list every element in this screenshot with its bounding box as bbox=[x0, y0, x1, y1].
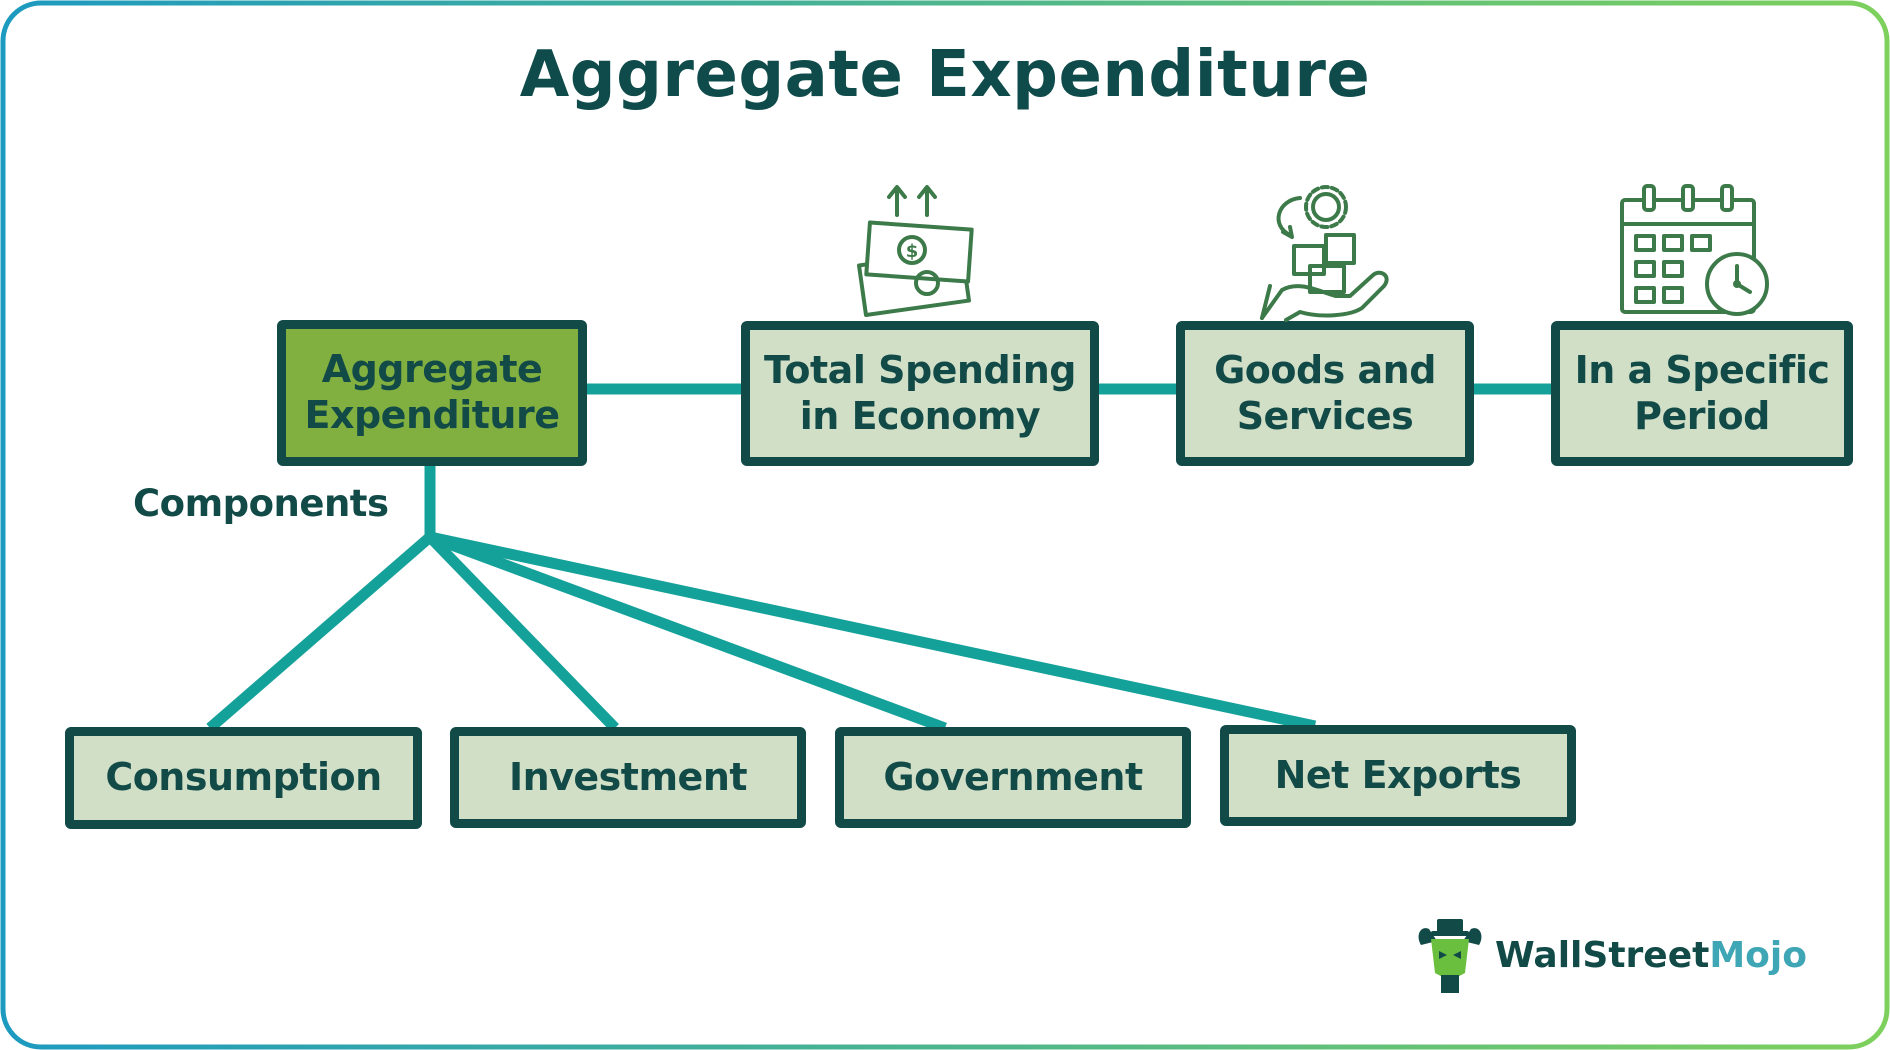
definition-node-specific-period: In a Specific Period bbox=[1551, 321, 1853, 466]
definition-node-line2: in Economy bbox=[799, 393, 1041, 438]
definition-node-line1: Goods and bbox=[1214, 347, 1436, 392]
brand-logo: WallStreetMojo bbox=[1415, 915, 1807, 995]
component-investment: Investment bbox=[450, 727, 806, 828]
connector-hub-to-government bbox=[428, 531, 947, 734]
brand-logo-main: WallStreet bbox=[1495, 934, 1710, 976]
bull-mascot-icon bbox=[1418, 919, 1482, 993]
component-net-exports: Net Exports bbox=[1220, 725, 1576, 826]
component-label: Government bbox=[883, 754, 1143, 799]
component-label: Investment bbox=[508, 754, 748, 799]
definition-node-line2: Period bbox=[1634, 393, 1770, 438]
main-node-line2: Expenditure bbox=[304, 393, 560, 437]
definition-node-line1: In a Specific bbox=[1574, 347, 1830, 392]
definition-node-goods-services: Goods and Services bbox=[1176, 321, 1474, 466]
component-government: Government bbox=[835, 727, 1191, 828]
brand-logo-accent: Mojo bbox=[1709, 934, 1807, 976]
components-label: Components bbox=[133, 482, 389, 525]
diagram-title: Aggregate Expenditure bbox=[519, 38, 1371, 112]
main-node-line1: Aggregate bbox=[321, 347, 543, 392]
goods-hand-icon bbox=[1260, 185, 1389, 322]
brand-logo-text: WallStreetMojo bbox=[1495, 935, 1807, 976]
connector-hub-to-net-exports bbox=[428, 531, 1317, 732]
component-label: Net Exports bbox=[1274, 752, 1522, 797]
svg-text:$: $ bbox=[906, 241, 919, 262]
component-consumption: Consumption bbox=[65, 727, 422, 829]
definition-node-line2: Services bbox=[1236, 393, 1414, 438]
definition-node-line1: Total Spending bbox=[764, 347, 1076, 392]
connector-hub-to-investment bbox=[426, 533, 619, 732]
definition-node-total-spending: Total Spending in Economy bbox=[741, 321, 1099, 466]
connector-hub-to-consumption bbox=[206, 532, 434, 733]
main-node: Aggregate Expenditure bbox=[277, 320, 587, 466]
money-up-icon: $ bbox=[857, 185, 974, 317]
calendar-clock-icon bbox=[1620, 184, 1769, 316]
component-label: Consumption bbox=[105, 755, 382, 800]
